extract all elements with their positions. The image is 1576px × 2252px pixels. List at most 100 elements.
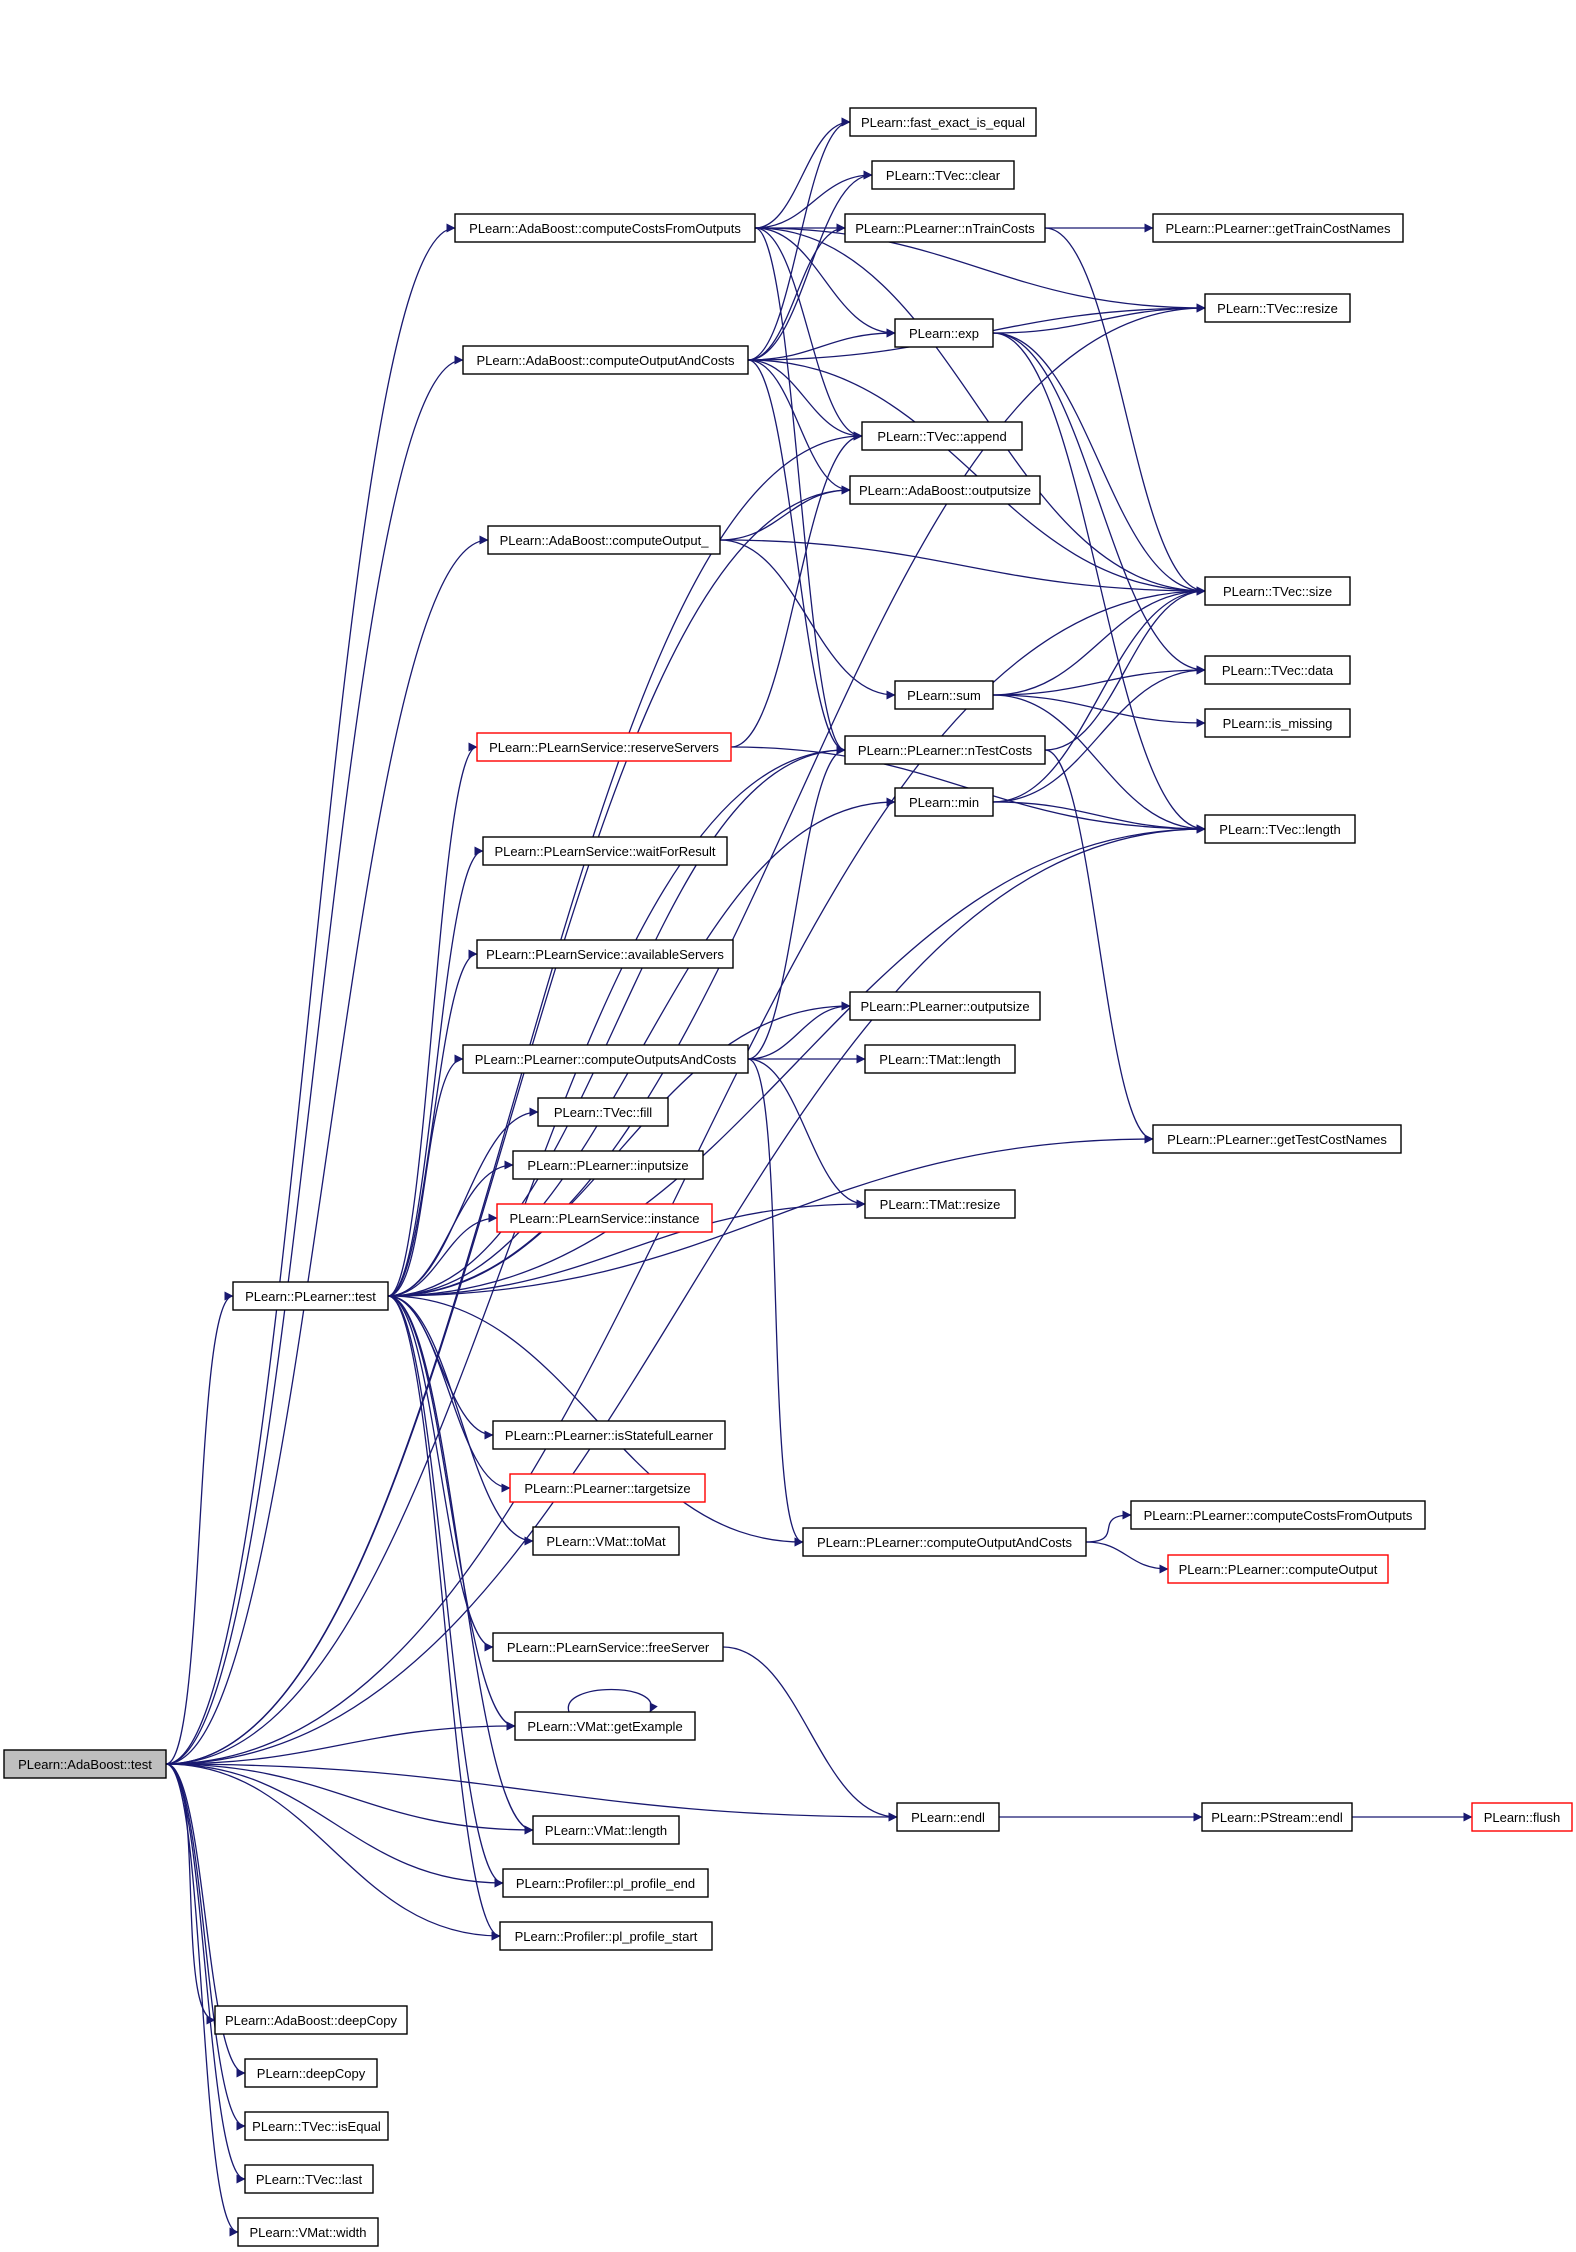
node-box[interactable] (849, 475, 1041, 505)
node-exp[interactable]: PLearn::exp (894, 318, 994, 348)
node-ab-coac[interactable]: PLearn::AdaBoost::computeOutputAndCosts (462, 345, 749, 375)
node-adaboost-test[interactable]: PLearn::AdaBoost::test (3, 1749, 167, 1779)
node-min[interactable]: PLearn::min (894, 787, 994, 817)
node-tvec-resize[interactable]: PLearn::TVec::resize (1204, 293, 1351, 323)
node-box[interactable] (1167, 1554, 1389, 1584)
node-box[interactable] (514, 1711, 696, 1741)
node-tvec-size[interactable]: PLearn::TVec::size (1204, 576, 1351, 606)
node-box[interactable] (532, 1526, 680, 1556)
node-box[interactable] (482, 836, 728, 866)
node-endl[interactable]: PLearn::endl (896, 1802, 1000, 1832)
node-box[interactable] (492, 1632, 724, 1662)
node-box[interactable] (512, 1150, 704, 1180)
node-box[interactable] (462, 345, 749, 375)
node-gettraincostnames[interactable]: PLearn::PLearner::getTrainCostNames (1152, 213, 1404, 243)
node-box[interactable] (244, 2111, 389, 2141)
node-box[interactable] (844, 735, 1046, 765)
node-ntestcosts[interactable]: PLearn::PLearner::nTestCosts (844, 735, 1046, 765)
node-flush[interactable]: PLearn::flush (1471, 1802, 1573, 1832)
node-box[interactable] (476, 732, 732, 762)
node-box[interactable] (462, 1044, 749, 1074)
node-instance[interactable]: PLearn::PLearnService::instance (496, 1203, 713, 1233)
node-pstream-endl[interactable]: PLearn::PStream::endl (1201, 1802, 1353, 1832)
node-tmat-resize[interactable]: PLearn::TMat::resize (864, 1189, 1016, 1219)
node-box[interactable] (1130, 1500, 1426, 1530)
node-inputsize[interactable]: PLearn::PLearner::inputsize (512, 1150, 704, 1180)
node-box[interactable] (509, 1473, 706, 1503)
node-fast-exact[interactable]: PLearn::fast_exact_is_equal (849, 107, 1037, 137)
node-reserveservers[interactable]: PLearn::PLearnService::reserveServers (476, 732, 732, 762)
node-box[interactable] (487, 525, 721, 555)
node-box[interactable] (1204, 576, 1351, 606)
node-tvec-append[interactable]: PLearn::TVec::append (861, 421, 1023, 451)
node-box[interactable] (844, 213, 1046, 243)
node-getexample[interactable]: PLearn::VMat::getExample (514, 1711, 696, 1741)
node-pl-outputsize[interactable]: PLearn::PLearner::outputsize (849, 991, 1041, 1021)
node-box[interactable] (894, 318, 994, 348)
node-box[interactable] (492, 1420, 726, 1450)
node-box[interactable] (496, 1203, 713, 1233)
node-tmat-length[interactable]: PLearn::TMat::length (864, 1044, 1016, 1074)
node-isstateful[interactable]: PLearn::PLearner::isStatefulLearner (492, 1420, 726, 1450)
node-box[interactable] (1204, 708, 1351, 738)
node-sum[interactable]: PLearn::sum (894, 680, 994, 710)
node-box[interactable] (849, 107, 1037, 137)
node-box[interactable] (864, 1189, 1016, 1219)
node-box[interactable] (896, 1802, 1000, 1832)
node-vmat-length[interactable]: PLearn::VMat::length (532, 1815, 680, 1845)
node-box[interactable] (1204, 655, 1351, 685)
node-gettestcostnames[interactable]: PLearn::PLearner::getTestCostNames (1152, 1124, 1402, 1154)
node-waitforresult[interactable]: PLearn::PLearnService::waitForResult (482, 836, 728, 866)
node-tvec-length[interactable]: PLearn::TVec::length (1204, 814, 1356, 844)
node-pl-compoutcosts[interactable]: PLearn::PLearner::computeOutputAndCosts (802, 1527, 1087, 1557)
node-box[interactable] (454, 213, 756, 243)
node-freeserver[interactable]: PLearn::PLearnService::freeServer (492, 1632, 724, 1662)
node-box[interactable] (214, 2005, 408, 2035)
node-box[interactable] (502, 1868, 709, 1898)
node-deepcopy[interactable]: PLearn::deepCopy (244, 2058, 378, 2088)
node-tvec-clear[interactable]: PLearn::TVec::clear (871, 160, 1015, 190)
node-vmat-width[interactable]: PLearn::VMat::width (237, 2217, 379, 2247)
node-box[interactable] (244, 2164, 374, 2194)
node-is-missing[interactable]: PLearn::is_missing (1204, 708, 1351, 738)
node-box[interactable] (1152, 1124, 1402, 1154)
node-box[interactable] (864, 1044, 1016, 1074)
node-box[interactable] (894, 787, 994, 817)
node-ab-deepcopy[interactable]: PLearn::AdaBoost::deepCopy (214, 2005, 408, 2035)
node-box[interactable] (244, 2058, 378, 2088)
node-box[interactable] (894, 680, 994, 710)
node-tvec-isequal[interactable]: PLearn::TVec::isEqual (244, 2111, 389, 2141)
node-ntraincosts[interactable]: PLearn::PLearner::nTrainCosts (844, 213, 1046, 243)
node-box[interactable] (1204, 293, 1351, 323)
node-box[interactable] (237, 2217, 379, 2247)
node-box[interactable] (849, 991, 1041, 1021)
node-pl-ccfo[interactable]: PLearn::PLearner::computeCostsFromOutput… (1130, 1500, 1426, 1530)
node-ab-ccfo[interactable]: PLearn::AdaBoost::computeCostsFromOutput… (454, 213, 756, 243)
node-ab-co[interactable]: PLearn::AdaBoost::computeOutput_ (487, 525, 721, 555)
node-box[interactable] (871, 160, 1015, 190)
node-box[interactable] (861, 421, 1023, 451)
node-availableservers[interactable]: PLearn::PLearnService::availableServers (476, 939, 734, 969)
node-ab-outputsize[interactable]: PLearn::AdaBoost::outputsize (849, 475, 1041, 505)
node-targetsize[interactable]: PLearn::PLearner::targetsize (509, 1473, 706, 1503)
node-profile-start[interactable]: PLearn::Profiler::pl_profile_start (499, 1921, 713, 1951)
node-box[interactable] (1152, 213, 1404, 243)
node-box[interactable] (232, 1281, 389, 1311)
node-pl-coac[interactable]: PLearn::PLearner::computeOutputsAndCosts (462, 1044, 749, 1074)
node-vmat-tomat[interactable]: PLearn::VMat::toMat (532, 1526, 680, 1556)
node-box[interactable] (1201, 1802, 1353, 1832)
node-profile-end[interactable]: PLearn::Profiler::pl_profile_end (502, 1868, 709, 1898)
node-box[interactable] (532, 1815, 680, 1845)
node-box[interactable] (802, 1527, 1087, 1557)
node-box[interactable] (3, 1749, 167, 1779)
node-box[interactable] (537, 1097, 669, 1127)
node-tvec-data[interactable]: PLearn::TVec::data (1204, 655, 1351, 685)
node-tvec-last[interactable]: PLearn::TVec::last (244, 2164, 374, 2194)
node-box[interactable] (1204, 814, 1356, 844)
node-pl-test[interactable]: PLearn::PLearner::test (232, 1281, 389, 1311)
node-tvec-fill[interactable]: PLearn::TVec::fill (537, 1097, 669, 1127)
node-pl-computeoutput[interactable]: PLearn::PLearner::computeOutput (1167, 1554, 1389, 1584)
node-box[interactable] (1471, 1802, 1573, 1832)
node-box[interactable] (499, 1921, 713, 1951)
node-box[interactable] (476, 939, 734, 969)
